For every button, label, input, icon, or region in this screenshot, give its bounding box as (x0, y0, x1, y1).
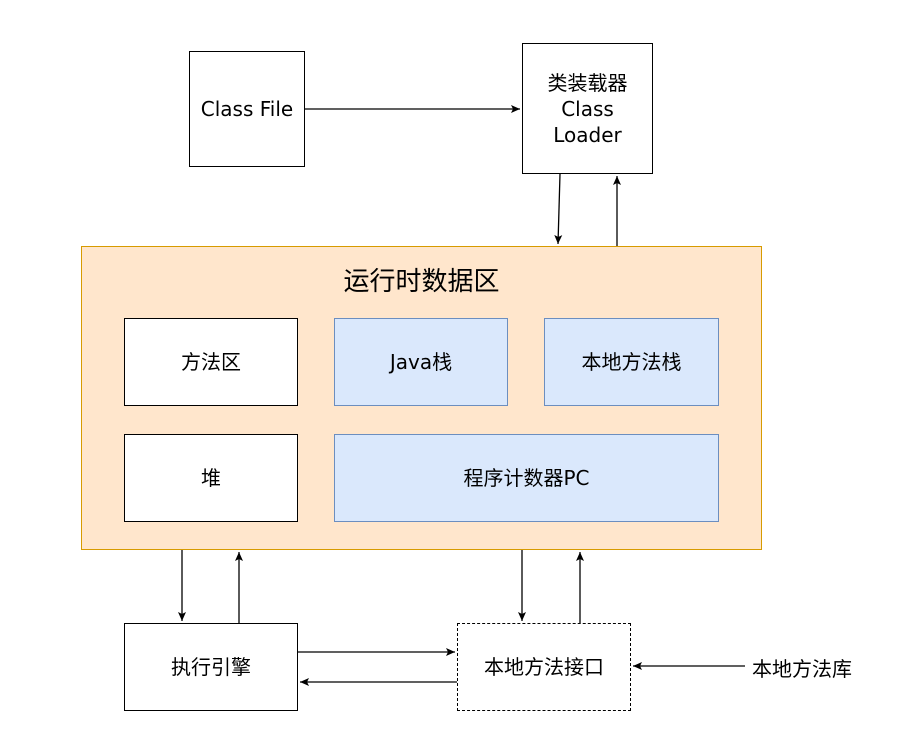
native-interface-label: 本地方法接口 (484, 655, 604, 679)
heap-box: 堆 (124, 434, 298, 522)
class-loader-label-line-3: Loader (553, 122, 622, 147)
class-loader-label-line-2: Class (561, 96, 614, 121)
edge-loader-to-runtime (554, 173, 563, 245)
class-loader-box: 类装载器 Class Loader (522, 43, 653, 174)
class-loader-label: 类装载器 Class Loader (548, 70, 628, 148)
runtime-data-area-title: 运行时数据区 (343, 267, 500, 297)
native-interface-box: 本地方法接口 (457, 623, 631, 711)
class-file-label: Class File (200, 97, 294, 121)
heap-label: 堆 (201, 466, 221, 490)
class-file-box: Class File (189, 51, 305, 167)
native-method-stack-label: 本地方法栈 (581, 350, 682, 374)
execution-engine-box: 执行引擎 (124, 623, 298, 711)
java-stack-label: Java栈 (389, 350, 453, 374)
native-method-stack-box: 本地方法栈 (544, 318, 719, 406)
method-area-label: 方法区 (181, 350, 241, 374)
java-stack-box: Java栈 (334, 318, 508, 406)
pc-register-box: 程序计数器PC (334, 434, 719, 522)
class-loader-label-line-1: 类装载器 (547, 70, 628, 95)
execution-engine-label: 执行引擎 (171, 655, 251, 679)
pc-register-label: 程序计数器PC (463, 466, 590, 490)
method-area-box: 方法区 (124, 318, 298, 406)
native-library-label: 本地方法库 (752, 657, 852, 681)
